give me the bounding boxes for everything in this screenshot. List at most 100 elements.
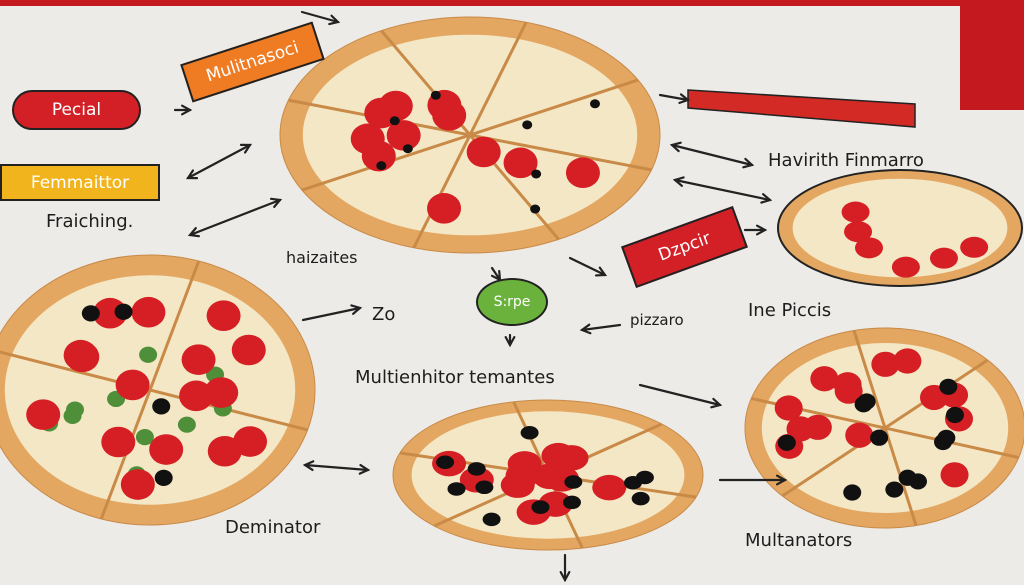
pepperoni — [427, 193, 462, 224]
pizzaro-label: pizzaro — [630, 311, 684, 329]
olive — [81, 305, 100, 322]
haizaites-label: haizaites — [286, 248, 358, 267]
olive — [482, 512, 501, 527]
olive — [531, 169, 542, 179]
olive — [530, 204, 541, 214]
olive — [114, 303, 133, 320]
olive — [589, 99, 600, 109]
pepperoni — [871, 351, 900, 377]
olive — [945, 406, 964, 424]
olive — [522, 120, 533, 130]
arrow-icon — [490, 266, 502, 282]
olive — [623, 475, 642, 490]
pepperoni — [891, 256, 920, 278]
arrow-icon — [718, 474, 788, 486]
double-arrow-icon — [302, 460, 371, 475]
olive — [152, 398, 171, 415]
pepperoni — [466, 136, 501, 168]
arrow-icon — [301, 304, 363, 322]
pepperoni — [855, 237, 884, 259]
pepperoni — [361, 140, 396, 172]
olive — [937, 429, 956, 446]
double-arrow-icon — [187, 197, 283, 238]
pizza-top-center — [279, 16, 661, 254]
olive — [376, 161, 387, 171]
pepperoni — [845, 422, 874, 448]
basil-leaf — [177, 416, 196, 433]
basil-leaf — [135, 429, 154, 446]
olive — [531, 500, 550, 514]
olive — [908, 473, 927, 490]
double-arrow-icon — [672, 176, 773, 204]
red-top-edge — [0, 0, 1024, 6]
pizza-bottom-right — [744, 327, 1024, 529]
olive — [447, 482, 466, 496]
pepperoni — [565, 157, 600, 189]
deminator-label: Deminator — [225, 517, 321, 538]
pepperoni — [592, 474, 627, 501]
olive — [857, 393, 876, 410]
red-edge — [960, 0, 1024, 110]
olive — [631, 491, 650, 506]
olive — [564, 475, 583, 489]
pepperoni — [893, 348, 922, 374]
olive — [777, 434, 796, 451]
pepperoni — [204, 377, 239, 408]
olive — [154, 469, 173, 486]
olive — [389, 116, 400, 126]
pepperoni — [101, 426, 136, 458]
olive — [402, 144, 413, 154]
arrow-icon — [638, 383, 723, 409]
ruler-icon — [687, 89, 916, 128]
pizza-bottom-center — [392, 399, 704, 551]
pepperoni — [810, 366, 839, 392]
olive — [520, 426, 539, 440]
arrow-icon — [300, 10, 341, 26]
top-right-label: Havirith Finmarro — [768, 150, 924, 171]
pepperoni — [63, 339, 98, 371]
olive — [430, 90, 441, 100]
arrow-icon — [568, 256, 608, 277]
olive — [467, 462, 486, 476]
pepperoni — [940, 462, 969, 488]
middle-label: Multienhitor temantes — [355, 367, 555, 388]
pepperoni — [120, 469, 155, 500]
pepperoni — [532, 463, 567, 490]
double-arrow-icon — [185, 143, 253, 180]
pepperoni — [844, 221, 873, 243]
green-circle-label: S:rpe — [476, 278, 548, 326]
ine-piccis-label: Ine Piccis — [748, 300, 832, 321]
pepperoni — [149, 434, 184, 465]
olive — [870, 429, 889, 446]
zo-label: Zo — [372, 304, 396, 325]
pizza-left-large — [0, 254, 316, 526]
arrow-icon — [743, 224, 768, 236]
slice-cut — [99, 260, 201, 520]
arrow-icon — [658, 93, 691, 104]
pepperoni — [960, 236, 989, 258]
olive — [885, 481, 904, 498]
pepperoni — [774, 395, 803, 421]
fraiching-label: Fraiching. — [46, 211, 134, 232]
pepperoni — [131, 296, 166, 328]
multanators-label: Multanators — [745, 530, 853, 551]
pepperoni — [541, 442, 576, 469]
pepperoni — [26, 399, 61, 430]
arrow-icon — [559, 553, 571, 583]
arrow-icon — [579, 323, 622, 335]
pepperoni — [386, 120, 421, 151]
pepperoni — [206, 300, 241, 331]
pepperoni — [207, 435, 242, 467]
pizza-right-oval — [777, 169, 1023, 287]
pepperoni — [231, 334, 266, 366]
pepperoni — [507, 451, 542, 477]
olive — [562, 495, 581, 510]
pepperoni — [503, 147, 538, 179]
basil-leaf — [139, 346, 158, 363]
pepperoni — [179, 380, 214, 412]
basil-leaf — [66, 401, 85, 418]
olive — [436, 455, 455, 469]
pepperoni — [803, 414, 832, 440]
red-pill-label: Pecial — [12, 90, 141, 130]
